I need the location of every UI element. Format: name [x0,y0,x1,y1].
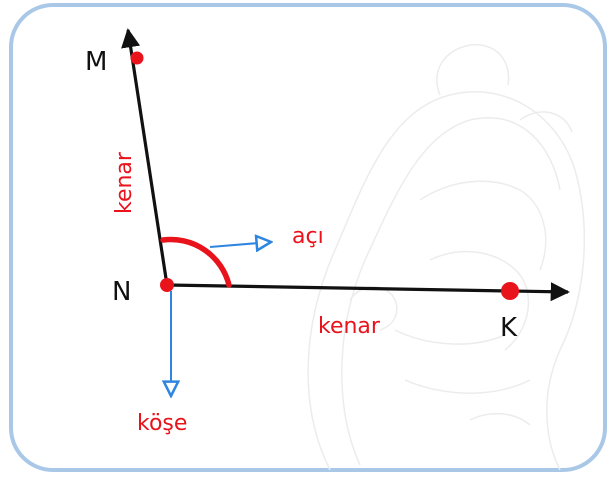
point-m-dot [130,51,144,65]
point-k-dot [501,282,519,300]
side-nm-label: kenar [112,151,137,214]
angle-label: açı [292,224,324,249]
vertex-label: köşe [137,411,187,436]
watermark-decoration [307,44,586,471]
point-n-label: N [112,277,131,307]
point-n-dot [160,278,174,292]
frame-border [9,3,607,472]
point-k-label: K [500,313,518,343]
ray-nm [121,28,169,286]
angle-arc [160,236,232,288]
point-m-label: M [85,47,107,77]
angle-pointer-arrow [209,242,271,247]
side-nk-label: kenar [318,314,381,339]
